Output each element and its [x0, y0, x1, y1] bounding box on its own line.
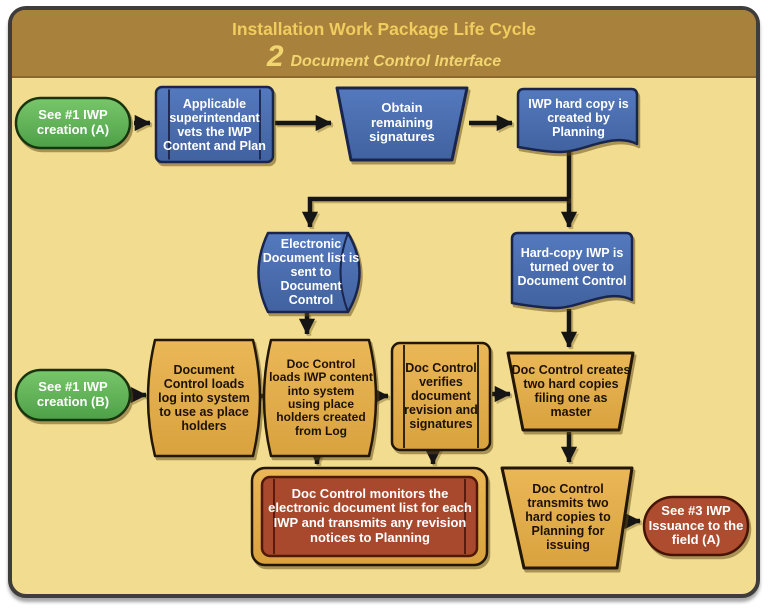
node-edoc-list-label: Electronic Document list is sent to Docu…: [262, 237, 360, 307]
node-obtain-label: Obtain remaining signatures: [369, 100, 435, 145]
node-verifies-label: Doc Control verifies document revision a…: [404, 361, 478, 431]
subtitle-step-number: 2: [266, 40, 284, 73]
node-loads-log-label: Document Control loads log into system t…: [158, 363, 250, 433]
node-hardcopy-turned-label: Hard-copy IWP is turned over to Document…: [517, 246, 627, 288]
node-monitors-label: Doc Control monitors the electronic docu…: [268, 485, 472, 545]
subtitle-step-name: Document Control Interface: [290, 53, 502, 70]
node-vets-label: Applicable superintendant vets the IWP C…: [163, 97, 266, 153]
node-hardcopy-created-label: IWP hard copy is created by Planning: [528, 97, 629, 139]
page-subtitle: 2 Document Control Interface: [12, 40, 756, 74]
node-start-b-label: See #1 IWP creation (B): [36, 379, 110, 409]
node-start-a-label: See #1 IWP creation (A): [36, 107, 110, 137]
node-transmits-label: Doc Control transmits two hard copies to…: [525, 482, 611, 552]
header-bar: Installation Work Package Life Cycle 2 D…: [12, 10, 756, 78]
page-title: Installation Work Package Life Cycle: [231, 19, 537, 39]
node-loads-content-label: Doc Control loads IWP content into syste…: [269, 356, 373, 438]
node-end-issue-label: See #3 IWP Issuance to the field (A): [648, 503, 744, 548]
node-creates-copies-label: Doc Control creates two hard copies fili…: [511, 363, 631, 419]
